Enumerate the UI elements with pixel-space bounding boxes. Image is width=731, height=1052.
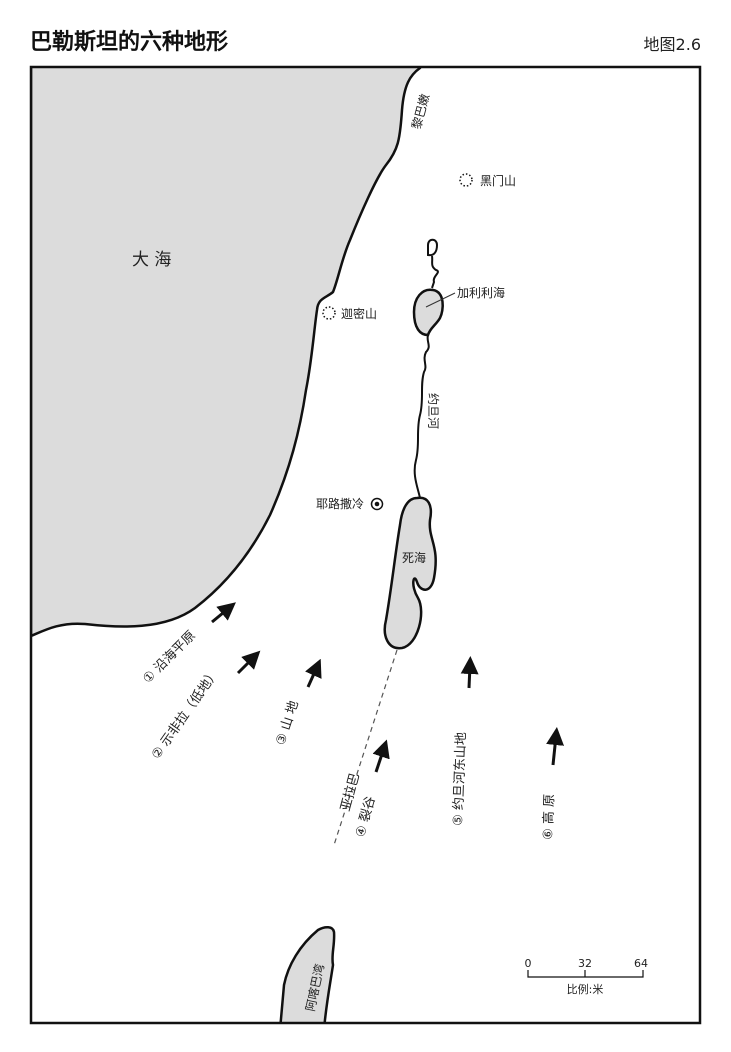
dead-sea xyxy=(383,496,437,650)
region-3-label: ③ 山 地 xyxy=(274,699,302,747)
label-hermon: 黑门山 xyxy=(480,173,516,188)
mountain-carmel-icon xyxy=(322,306,336,320)
label-sea: 大 海 xyxy=(132,250,171,270)
galilee-leader xyxy=(425,292,456,308)
label-galilee: 加利利海 xyxy=(457,285,505,300)
label-lebanon: 黎巴嫩 xyxy=(409,92,432,130)
map-frame xyxy=(29,65,702,1025)
region-6-label: ⑥ 高 原 xyxy=(540,794,558,840)
region-3-arrow-icon xyxy=(305,658,322,688)
region-4-sublabel: 亚拉巴 xyxy=(338,771,363,813)
city-jerusalem-dot xyxy=(374,501,380,507)
scale-label: 比例:米 xyxy=(567,982,604,996)
region-5-arrow-icon xyxy=(460,656,479,689)
region-4-arrow-icon xyxy=(372,739,390,773)
scale-tick-32: 32 xyxy=(578,957,592,970)
label-dead-sea: 死海 xyxy=(402,550,426,565)
region-2-label: ② 示非拉（低地） xyxy=(149,666,223,762)
region-6-arrow-icon xyxy=(546,727,565,766)
label-carmel: 迦密山 xyxy=(341,306,377,321)
label-jordan-river: 约旦河 xyxy=(426,393,441,429)
region-5-label: ⑤ 约旦河东山地 xyxy=(451,732,469,826)
label-jerusalem: 耶路撒冷 xyxy=(316,496,364,511)
gulf-of-aqaba xyxy=(279,926,336,1023)
sea-of-galilee xyxy=(412,288,444,337)
mediterranean-sea xyxy=(31,67,423,638)
region-1-arrow-icon xyxy=(211,602,236,624)
lake-huleh xyxy=(427,238,439,257)
mountain-hermon-icon xyxy=(459,173,473,187)
scale-bar: 0 32 64 比例:米 xyxy=(525,957,649,996)
map-number: 地图2.6 xyxy=(643,35,701,54)
scale-tick-0: 0 xyxy=(525,957,532,970)
region-1-label: ① 沿海平原 xyxy=(140,628,199,687)
region-2-arrow-icon xyxy=(236,650,261,675)
arabah-rift-line xyxy=(333,649,398,846)
jordan-river xyxy=(413,255,439,499)
map-title: 巴勒斯坦的六种地形 xyxy=(30,30,229,55)
region-4-label: ④ 裂谷 xyxy=(353,795,378,839)
scale-tick-64: 64 xyxy=(634,957,648,970)
